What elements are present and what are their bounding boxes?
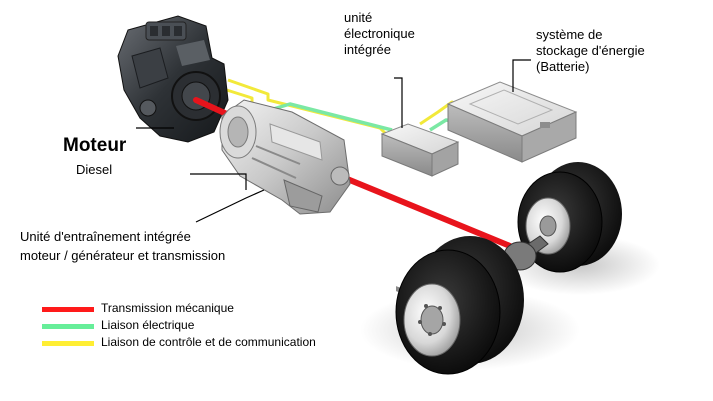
leader-electronic	[394, 77, 403, 128]
integrated-drive-unit	[219, 99, 351, 215]
label-engine: Moteur	[63, 135, 127, 156]
rear-axle-assembly	[395, 162, 622, 375]
battery-storage-unit	[446, 81, 578, 163]
electronic-control-unit	[380, 123, 460, 295]
leader-drive-unit-lower	[195, 189, 265, 223]
rear-wheel-near	[395, 236, 524, 375]
diesel-engine	[117, 15, 229, 143]
legend-swatch-electrical	[42, 324, 94, 329]
label-energy-storage: système de stockage d'énergie (Batterie)	[536, 27, 645, 74]
leader-drive-unit	[190, 173, 247, 190]
legend-swatch-control	[42, 341, 94, 346]
label-integrated-drive-unit: Unité d'entraînement intégrée moteur / g…	[20, 229, 226, 263]
legend-label-mechanical: Transmission mécanique	[101, 301, 234, 315]
mechanical-driveshaft	[337, 173, 513, 249]
legend-label-control: Liaison de contrôle et de communication	[101, 335, 316, 349]
label-electronic-unit: unité électronique intégrée	[344, 10, 415, 57]
leader-lines	[136, 59, 531, 223]
leader-battery	[512, 59, 531, 92]
legend-label-electrical: Liaison électrique	[101, 318, 195, 332]
legend	[42, 307, 94, 346]
legend-swatch-mechanical	[42, 307, 94, 312]
label-diesel: Diesel	[76, 162, 113, 177]
